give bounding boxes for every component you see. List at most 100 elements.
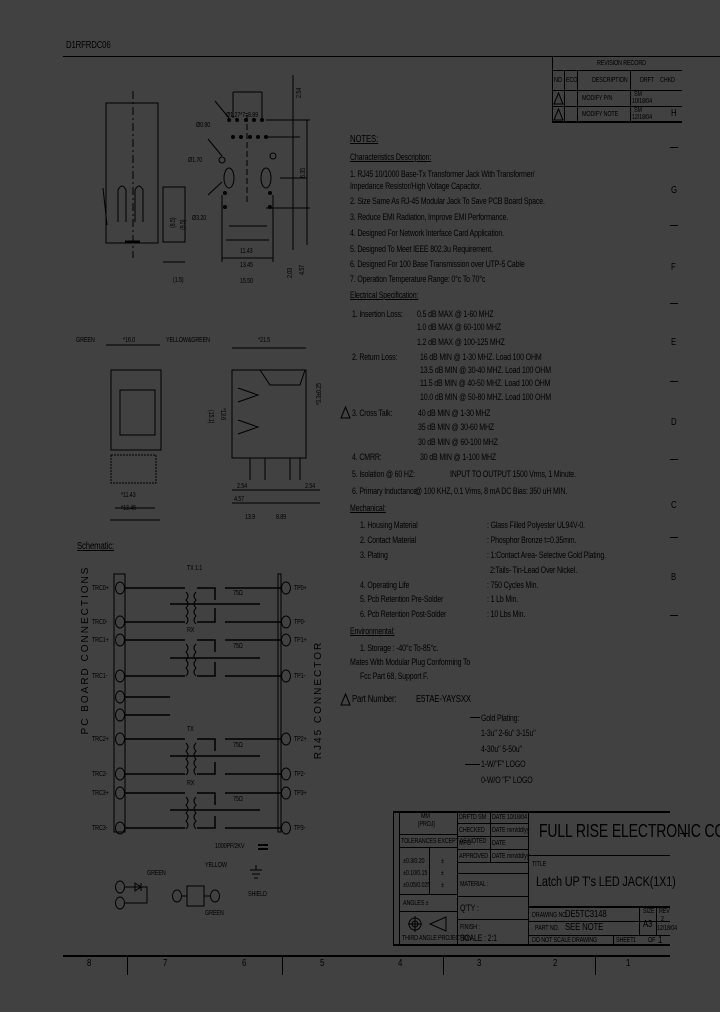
pcb-layout-drawing [102, 75, 310, 263]
of-label: OF [648, 937, 656, 944]
title-block: MM [PROJ] TOLERANCES EXCEPT AS NOTED ±0.… [393, 811, 720, 946]
zone-number-7: 7 [163, 958, 168, 969]
elec-value: 35 dB MIN @ 30-60 MHZ [418, 422, 495, 432]
mates-note: Fcc Part 68, Support F. [360, 671, 429, 681]
zone-letter-e: E [671, 337, 677, 348]
zone-number-1: 1 [626, 958, 631, 969]
leader-line [465, 764, 480, 765]
pn-option: 0-W/O "F" LOGO [481, 775, 533, 785]
label-yellow-green: YELLOW&GREEN [166, 337, 210, 344]
mechanical-heading: Mechanical: [350, 503, 386, 513]
sheet-total: 1 [658, 935, 663, 946]
pin-label-trc3p: TRC3+ [92, 790, 109, 797]
rev-date: 12/18/04 [657, 925, 678, 932]
pin-label-tp3p: TP3+ [294, 790, 307, 797]
transformer-label: TX 1:1 [187, 565, 203, 572]
mech-label: 4. Operating Life [360, 580, 410, 590]
zone-letter-c: C [671, 500, 677, 511]
transformer-label: RX [187, 780, 195, 787]
dim-hole-090: Ø0.90 [196, 122, 211, 129]
mech-value: : 750 Cycles Min. [487, 580, 539, 590]
col-drft: DRFT [640, 77, 654, 84]
pin-label-trc1p: TRC1+ [92, 637, 109, 644]
tolerance-sign: ± [441, 858, 444, 865]
note-item: 2. Size Same As RJ-45 Modular Jack To Sa… [350, 196, 545, 206]
do-not-scale: DO NOT SCALE DRAWING [532, 937, 598, 944]
part-number-label: Part Number: [352, 694, 397, 705]
zone-number-4: 4 [398, 958, 403, 969]
tolerance-row: ±0.05/0.025 [403, 882, 431, 889]
pin-label-tp3m: TP3- [294, 825, 306, 832]
elec-label: 1. Insertion Loss: [352, 309, 403, 319]
drawing-id: D1RFRDC06 [66, 40, 111, 51]
dim-hole-170: Ø1.70 [188, 157, 203, 164]
zone-letter-h: H [671, 108, 677, 119]
elec-value: INPUT TO OUTPUT 1500 Vrms, 1 Minute. [450, 469, 576, 479]
angles-label: ANGLES ± [403, 900, 429, 907]
pin-label-trc2m: TRC2- [92, 771, 108, 778]
zone-letter-b: B [671, 572, 677, 583]
zone-tick [670, 615, 678, 616]
resistor-label: 75Ω [233, 643, 243, 650]
mech-label: 5. Pcb Retention Pre-Solder [360, 594, 444, 604]
col-eco: ECO [566, 77, 578, 84]
elec-value: 11.5 dB MIN @ 40-50 MHZ. Load 100 OHM [420, 378, 551, 388]
zone-number-2: 2 [553, 958, 558, 969]
dim-15-50: 15.50 [240, 278, 253, 285]
title-label: TITLE [532, 861, 547, 868]
pn-option: 1-W/"F" LOGO [481, 759, 526, 769]
dim-4-57: 4.57 [234, 496, 245, 503]
drawing-title: Latch UP T's LED JACK(1X1) [536, 873, 676, 889]
elec-value: 16 dB MIN @ 1-30 MHZ. Load 100 OHM [420, 352, 542, 362]
mech-value: : 1:Contact Area- Selective Gold Plating… [487, 550, 606, 560]
zone-number-3: 3 [477, 958, 482, 969]
zone-letter-f: F [671, 262, 676, 273]
led-yellow-label: YELLOW [205, 862, 227, 869]
elec-label: 3. Cross Talk: [352, 408, 393, 418]
elec-value: 1.2 dB MAX @ 100-125 MHZ [417, 337, 505, 347]
pin-label-trc0m: TRC0- [92, 619, 108, 626]
mech-label: 6. Pcb Retention Post-Solder [360, 609, 447, 619]
revision-record: REVISION RECORD NO ECO DESCRIPTION DRFT … [552, 57, 682, 123]
dim-11-43: 11.43 [240, 248, 253, 255]
scale-label: SCALE : 2:1 [460, 933, 497, 943]
elec-value: 30 dB MIN @ 60-100 MHZ [418, 437, 498, 447]
pin-label-tp0p: TP0+ [294, 585, 307, 592]
rev-row-2-description: MODIFY NOTE [582, 111, 619, 118]
pin-label-tp2m: TP2- [294, 771, 306, 778]
revision-triangle-icon [553, 107, 564, 121]
env-item: 1. Storage : -40°c To-85°c. [360, 643, 439, 653]
rev-row-2-drft: SM [634, 107, 642, 114]
elec-value: 1.0 dB MAX @ 60-100 MHZ [417, 322, 501, 332]
drafted-date: DATE 10/18/04 [492, 814, 527, 821]
zone-number-8: 8 [87, 958, 92, 969]
zone-tick [670, 537, 678, 538]
unit-label: MM [421, 813, 430, 820]
note-item: 4. Designed For Network Interface Card A… [350, 228, 504, 238]
pin-label-tp0m: TP0- [294, 619, 306, 626]
sheet-size: A3 [643, 919, 653, 930]
environmental-heading: Environmental: [350, 626, 395, 636]
note-item: 6. Designed For 100 Base Transmission ov… [350, 259, 525, 269]
elec-value: 40 dB MIN @ 1-30 MHZ [418, 408, 491, 418]
revision-record-title: REVISION RECORD [597, 60, 646, 67]
tolerance-row: ±0.10/0.15 [403, 870, 428, 877]
dim-16-0: *16.0 [123, 337, 135, 344]
pin-label-tp1p: TP1+ [294, 637, 307, 644]
elec-value: 0.5 dB MAX @ 1-60 MHZ [417, 309, 494, 319]
checked-date: DATE mm/dd/yy [492, 827, 530, 834]
pn-option: 4-30u" 5-50u" [481, 744, 522, 754]
mates-note: Mates With Modular Plug Conforming To [350, 657, 471, 667]
dim-8-89: 8.89 [276, 514, 287, 521]
rev-row-2-date: 12/18/04 [632, 114, 653, 121]
sheet-label: SHEET [616, 937, 634, 944]
dim-hole-320: Ø3.20 [192, 215, 207, 222]
mfg-date: DATE [492, 840, 506, 847]
zone-tick [670, 147, 678, 148]
characteristics-heading: Characteristics Description: [350, 152, 432, 162]
mech-label: 1. Housing Material [360, 520, 418, 530]
zone-tick [670, 225, 678, 226]
drawing-no-label: DRAWING NO. [532, 912, 568, 919]
header-rule [63, 56, 720, 57]
zone-letter-d: D [671, 417, 677, 428]
